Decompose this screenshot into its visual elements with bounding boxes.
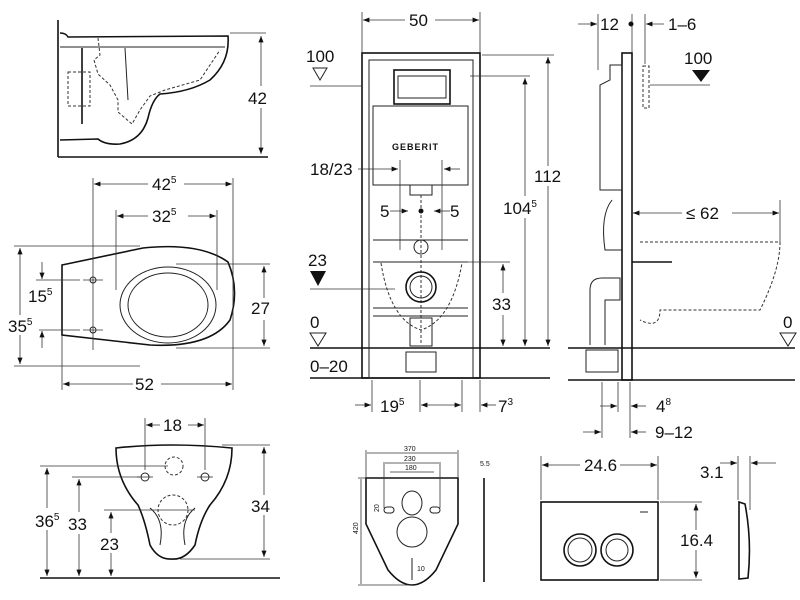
toilet-side-view: 42 [57, 20, 274, 158]
dim-plate-height: 16.4 [680, 531, 713, 550]
dim-fixing-inner: 325 [152, 207, 177, 226]
dim-bowl-width: 27 [251, 299, 270, 318]
label-floor-level: 0 [310, 313, 319, 332]
dim-bottom-slot: 10 [417, 566, 425, 573]
dim-slot-height: 20 [374, 504, 381, 512]
dim-plate-width: 24.6 [584, 456, 617, 475]
dim-bolt-spacing: 155 [28, 287, 53, 306]
dim-foot-width: 73 [498, 397, 513, 416]
dim-mat-width: 370 [404, 446, 416, 453]
dim-hole-spacing-outer: 230 [404, 456, 416, 463]
dim-offset-left: 5 [380, 202, 389, 221]
label-side-flush-plate-level: 100 [684, 49, 712, 68]
dim-back-bolt-spacing: 18 [163, 416, 182, 435]
dim-toilet-length: 52 [135, 375, 154, 394]
dim-foot-offset: 195 [380, 397, 405, 416]
dim-tank-height: 1045 [503, 199, 537, 218]
dim-frame-height: 112 [534, 167, 561, 186]
dim-back-total-height: 34 [251, 497, 270, 516]
dim-outlet-height: 23 [100, 535, 119, 554]
dim-offset-right: 5 [450, 202, 459, 221]
frame-front-view: GEBERIT 50 100 18/23 5 5 [306, 10, 566, 416]
dim-toilet-width: 355 [8, 317, 33, 336]
dim-floor-adjust: 0–20 [310, 357, 348, 376]
label-supply-level: 23 [308, 251, 327, 270]
frame-side-view: 12 1–6 100 ≤ 62 0 48 9–12 [568, 14, 797, 442]
dim-projection: ≤ 62 [686, 204, 719, 223]
dim-outlet-level: 33 [492, 295, 511, 314]
dim-plate-depth: 3.1 [700, 463, 724, 482]
dim-flush-inlet-height: 365 [35, 512, 60, 531]
dim-fixing-outer: 425 [152, 175, 177, 194]
sound-mat-view: 370 230 180 20 420 10 5.5 [353, 446, 490, 586]
dim-panel-thickness: 1–6 [668, 15, 696, 34]
dim-opening: 18/23 [310, 160, 353, 179]
geberit-logo: GEBERIT [392, 142, 439, 152]
dim-frame-depth: 12 [600, 15, 619, 34]
dim-foot-depth: 48 [656, 397, 671, 416]
dim-mat-height: 420 [353, 522, 360, 534]
label-flush-plate-level: 100 [306, 47, 334, 66]
dim-toilet-height: 42 [248, 89, 267, 108]
dim-back-bolt-height: 33 [68, 515, 87, 534]
label-side-floor-level: 0 [783, 313, 792, 332]
dim-mat-thickness: 5.5 [480, 461, 490, 468]
dim-hole-spacing-inner: 180 [405, 465, 417, 472]
toilet-back-view: 18 365 33 23 34 [33, 415, 280, 579]
toilet-top-view: 425 325 155 355 27 52 [5, 174, 278, 394]
flush-plate-view: 24.6 16.4 3.1 [540, 454, 776, 581]
dim-wall-gap: 9–12 [655, 423, 693, 442]
dim-frame-width: 50 [409, 11, 428, 30]
